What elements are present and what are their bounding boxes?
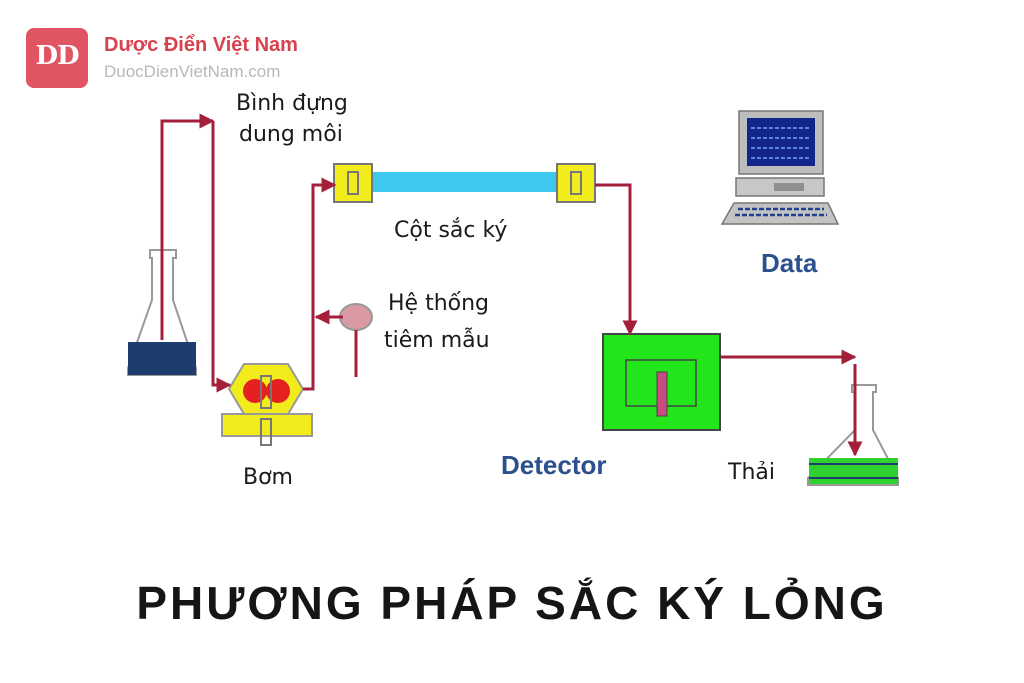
label-detector: Detector [501, 450, 606, 480]
detector-icon [602, 333, 721, 431]
waste-flask-icon [807, 384, 899, 486]
label-injector-line1: Hệ thống [388, 291, 489, 316]
label-solvent-line1: Bình đựng [236, 91, 348, 116]
label-waste: Thải [727, 460, 775, 485]
injector-icon [339, 303, 373, 377]
label-column: Cột sắc ký [394, 218, 507, 243]
computer-icon [720, 110, 840, 225]
logo-badge: DD [26, 28, 88, 88]
label-solvent-line2: dung môi [239, 122, 343, 147]
page-title: PHƯƠNG PHÁP SẮC KÝ LỎNG [136, 577, 888, 629]
column-icon [333, 163, 596, 203]
pump-icon [221, 363, 313, 446]
brand-url: DuocDienVietNam.com [104, 62, 281, 81]
flow-lines [160, 113, 863, 457]
label-data: Data [761, 248, 818, 278]
label-pump: Bơm [243, 465, 293, 490]
logo-letters: DD [35, 41, 79, 71]
brand-name: Dược Điển Việt Nam [104, 34, 298, 56]
label-injector-line2: tiêm mẫu [384, 327, 490, 353]
